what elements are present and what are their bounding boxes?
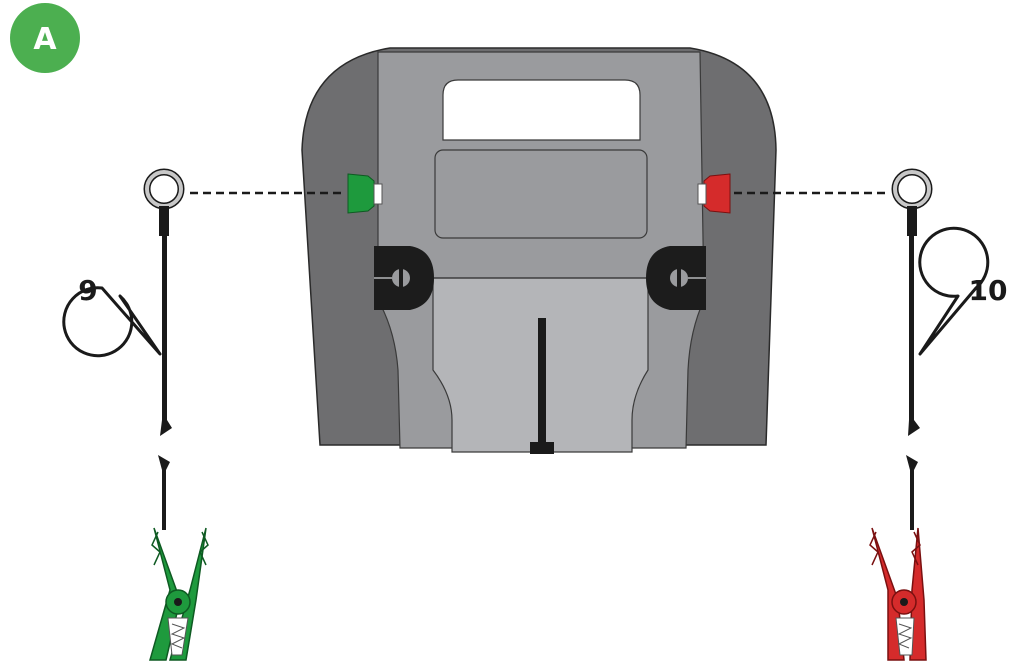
left-cable-assembly [143, 168, 209, 661]
right-cable-lower [906, 455, 918, 530]
left-cable-knob[interactable] [374, 246, 434, 310]
callout-left: 9 [62, 274, 162, 358]
left-ring-crimp [159, 206, 169, 236]
badge-label: A [33, 22, 57, 57]
badge-circle [10, 3, 80, 73]
step-badge: A [10, 3, 80, 73]
right-cable-upper [908, 236, 920, 436]
carry-handle-slot[interactable] [442, 79, 641, 141]
center-stand-foot [530, 442, 554, 454]
green-alligator-clamp-icon[interactable] [149, 527, 209, 661]
center-stand [538, 318, 546, 446]
left-cable-lower [158, 455, 170, 530]
right-cable-assembly [869, 168, 933, 661]
ring-terminal-icon [891, 168, 933, 210]
left-cable-upper [160, 236, 172, 436]
callout-right-label: 10 [969, 274, 1008, 307]
red-alligator-clamp-icon[interactable] [869, 527, 927, 661]
charger-unit [301, 47, 777, 454]
display-window [434, 149, 648, 239]
right-ring-crimp [907, 206, 917, 236]
callout-right: 10 [918, 226, 1008, 356]
callout-right-bubble [918, 226, 990, 356]
ring-terminal-icon [143, 168, 185, 210]
right-cable-knob[interactable] [646, 246, 706, 310]
positive-terminal-red[interactable] [697, 173, 731, 214]
negative-terminal-green[interactable] [347, 173, 383, 214]
callout-left-label: 9 [78, 274, 97, 307]
callout-left-bubble [62, 286, 162, 358]
